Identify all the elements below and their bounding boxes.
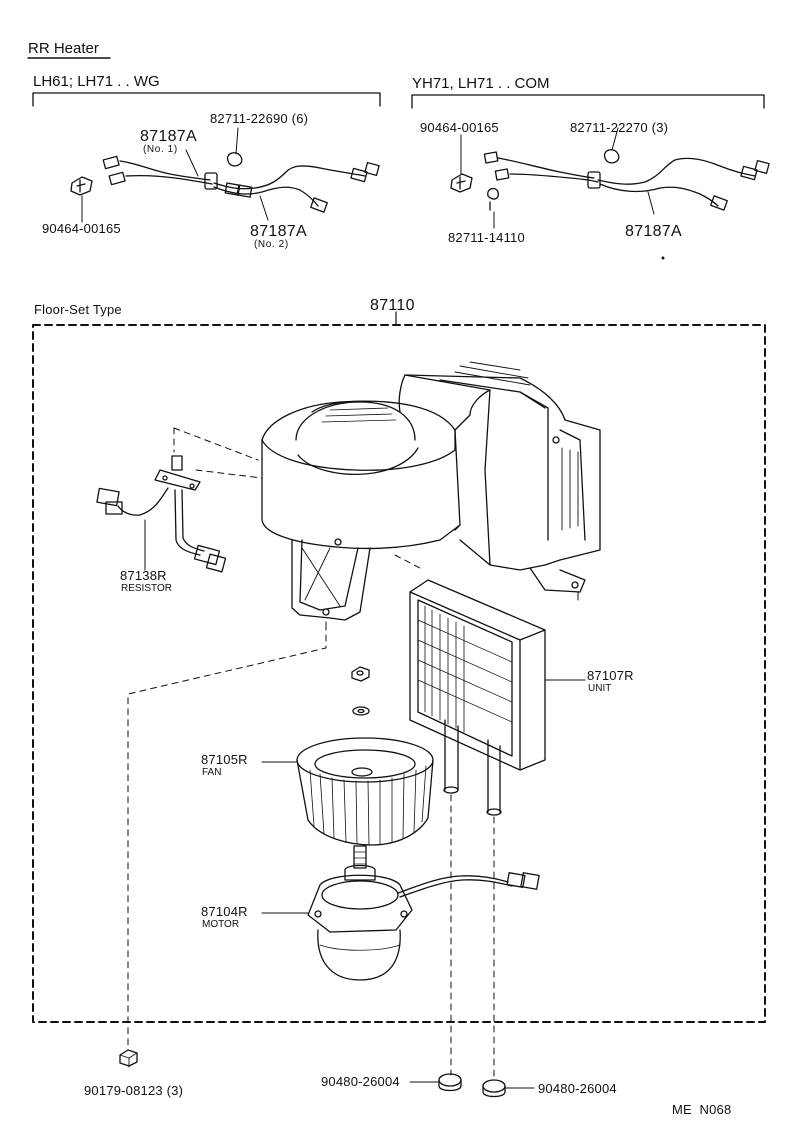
part-grommet-bottom-left: 90480-26004	[321, 1074, 400, 1089]
part-clip2-right: 82711-14110	[448, 230, 525, 245]
part-motor-name: MOTOR	[202, 919, 240, 930]
diagram-title: RR Heater	[28, 40, 99, 57]
part-nut: 90179-08123 (3)	[84, 1083, 184, 1098]
part-grommet-left: 90464-00165	[42, 221, 121, 236]
part-resistor-number: 87138R	[120, 568, 167, 583]
resistor-assembly	[96, 455, 227, 573]
part-harness-no2-note: (No. 2)	[254, 239, 289, 250]
grommet-right-hardware	[482, 1079, 535, 1098]
part-clip-right: 82711-22270 (3)	[570, 120, 669, 135]
right-variant-label: YH71, LH71 . . COM	[412, 75, 550, 92]
left-variant-bracket	[32, 92, 381, 107]
fan-wheel	[261, 737, 434, 846]
part-unit-number: 87107R	[587, 668, 634, 683]
assembly-number: 87110	[370, 297, 415, 314]
part-grommet-bottom-right: 90480-26004	[538, 1081, 617, 1096]
part-harness-no1: 87187A	[140, 128, 197, 145]
washers	[351, 666, 370, 716]
blower-housing	[261, 361, 601, 631]
assembly-type-label: Floor-Set Type	[34, 302, 122, 317]
right-wire-harness	[450, 127, 770, 229]
part-clip-left: 82711-22690 (6)	[210, 111, 309, 126]
grommet-left-hardware	[409, 1073, 462, 1092]
left-wire-harness	[70, 127, 380, 223]
part-harness-right: 87187A	[625, 223, 682, 240]
part-resistor-name: RESISTOR	[121, 583, 172, 594]
part-harness-no2: 87187A	[250, 223, 307, 240]
assembly-frame	[32, 324, 766, 1023]
heater-unit	[409, 579, 586, 816]
left-variant-label: LH61; LH71 . . WG	[33, 73, 160, 90]
part-motor-number: 87104R	[201, 904, 248, 919]
motor	[261, 845, 540, 981]
right-variant-bracket	[411, 94, 765, 109]
part-grommet-right: 90464-00165	[420, 120, 499, 135]
part-fan-number: 87105R	[201, 752, 248, 767]
nut-hardware	[119, 1049, 138, 1068]
diagram-code: ME N068	[672, 1102, 732, 1117]
part-fan-name: FAN	[202, 767, 222, 778]
part-unit-name: UNIT	[588, 683, 612, 694]
part-harness-no1-note: (No. 1)	[143, 144, 178, 155]
